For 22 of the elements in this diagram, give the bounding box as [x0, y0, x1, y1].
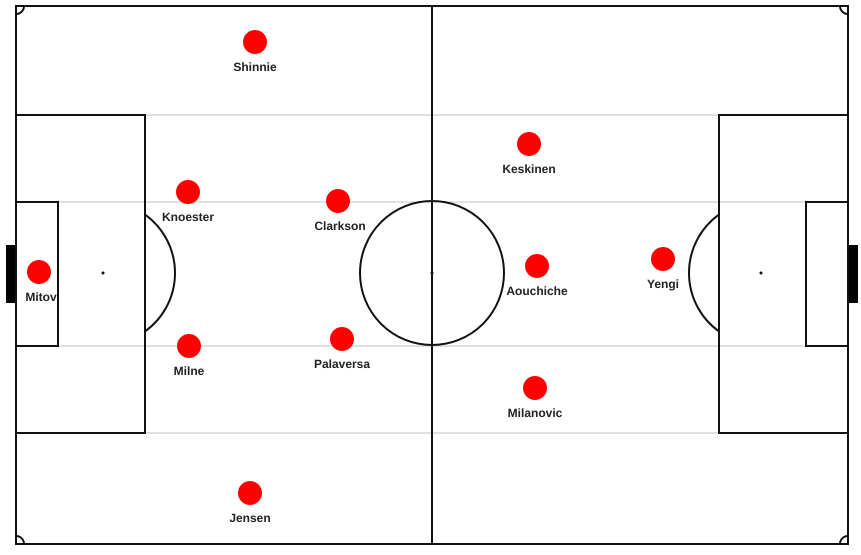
player-name: Jensen [229, 511, 271, 525]
player-dot-icon [523, 376, 547, 400]
player-dot-icon [517, 132, 541, 156]
player-name: Milne [174, 364, 204, 378]
player-dot-icon [27, 260, 51, 284]
player-name: Aouchiche [506, 284, 568, 298]
player-name: Mitov [25, 290, 57, 304]
player-name: Keskinen [502, 162, 556, 176]
player-name: Palaversa [314, 357, 370, 371]
player-dot-icon [176, 180, 200, 204]
player-dot-icon [238, 481, 262, 505]
player-name: Milanovic [508, 406, 562, 420]
player-name: Knoester [162, 210, 214, 224]
player-dot-icon [177, 334, 201, 358]
player-dot-icon [326, 189, 350, 213]
player-dot-icon [651, 247, 675, 271]
player-dot-icon [525, 254, 549, 278]
player-name: Shinnie [233, 60, 277, 74]
player-name: Clarkson [314, 219, 366, 233]
player-dot-icon [243, 30, 267, 54]
player-name: Yengi [647, 277, 679, 291]
player-dot-icon [330, 327, 354, 351]
